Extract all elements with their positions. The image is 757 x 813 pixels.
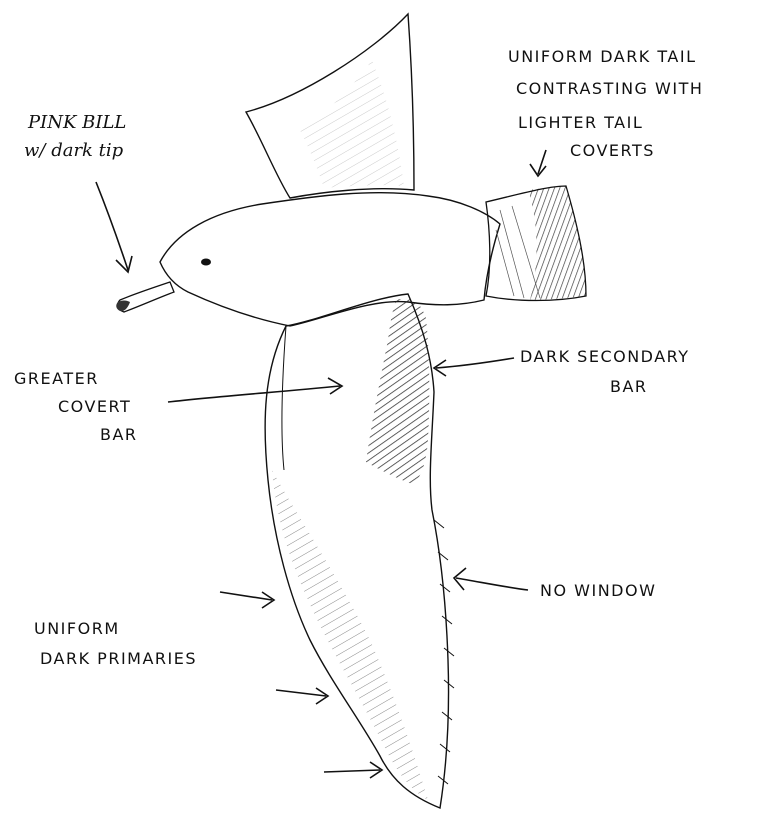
bird-body — [160, 193, 500, 326]
tail-label-line2: CONTRASTING WITH — [516, 79, 703, 98]
tail-label-line3: LIGHTER TAIL — [518, 113, 643, 132]
primaries-label-line2: DARK PRIMARIES — [40, 649, 197, 668]
upper-wing-shading — [300, 60, 404, 188]
secondary-bar-shading — [366, 299, 429, 484]
covert-label-line3: BAR — [100, 425, 138, 444]
tail-arrowhead — [530, 164, 546, 176]
bill-dark-tip — [116, 301, 130, 312]
primaries-arrow-2 — [276, 690, 326, 696]
covert-arrow — [168, 386, 340, 402]
bill-label-line1: PINK BILL — [27, 112, 126, 133]
secondary-label-line2: BAR — [610, 377, 648, 396]
primaries-shading — [272, 470, 428, 800]
window-arrow — [456, 578, 528, 590]
covert-label-line2: COVERT — [58, 397, 131, 416]
tail-label-line1: UNIFORM DARK TAIL — [508, 47, 697, 66]
wing-leading-edge-line — [282, 326, 286, 470]
secondary-label-line1: DARK SECONDARY — [520, 347, 690, 366]
tail-label-line4: COVERTS — [570, 141, 655, 160]
bird-eye — [201, 259, 211, 266]
annotation-arrows — [96, 150, 546, 778]
tail-dark-band — [528, 186, 586, 300]
tail-inner-strokes — [496, 206, 540, 298]
bill-label-line2: w/ dark tip — [24, 140, 124, 161]
covert-label-line1: GREATER — [14, 369, 99, 388]
bill-arrow — [96, 182, 128, 270]
primaries-label-line1: UNIFORM — [34, 619, 120, 638]
secondary-arrow — [436, 358, 514, 368]
primary-feather-edges — [434, 520, 454, 784]
window-label: NO WINDOW — [540, 581, 656, 600]
primaries-arrow-3 — [324, 770, 380, 772]
